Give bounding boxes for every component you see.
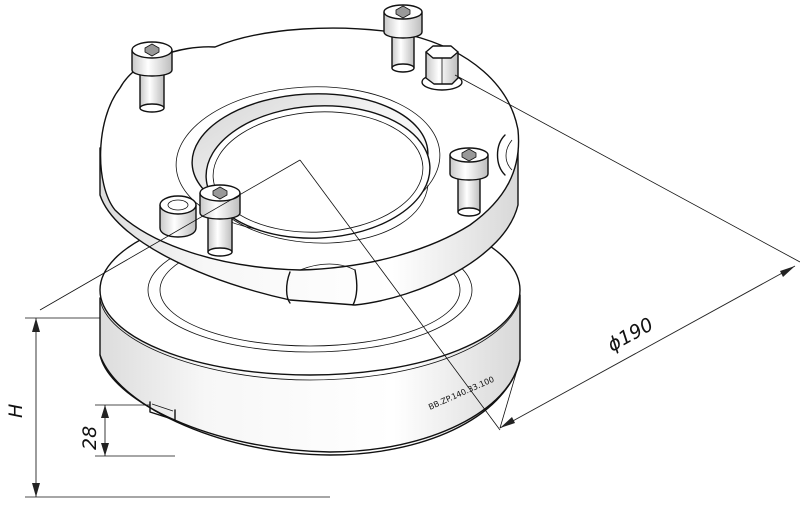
socket-bolt-2 [383,4,423,73]
socket-bolt-3 [449,147,489,217]
base-height-label: 28 [79,426,101,450]
base-height-dimension: 28 [79,404,175,457]
locating-pin [159,195,197,238]
diameter-label: ϕ190 [604,313,657,356]
height-label: H [5,404,27,418]
hex-nut [421,45,463,91]
diameter-dimension: ϕ190 [499,265,796,429]
socket-bolt-1 [131,41,173,113]
center-lines [39,74,800,431]
height-dimension: H [5,317,330,498]
